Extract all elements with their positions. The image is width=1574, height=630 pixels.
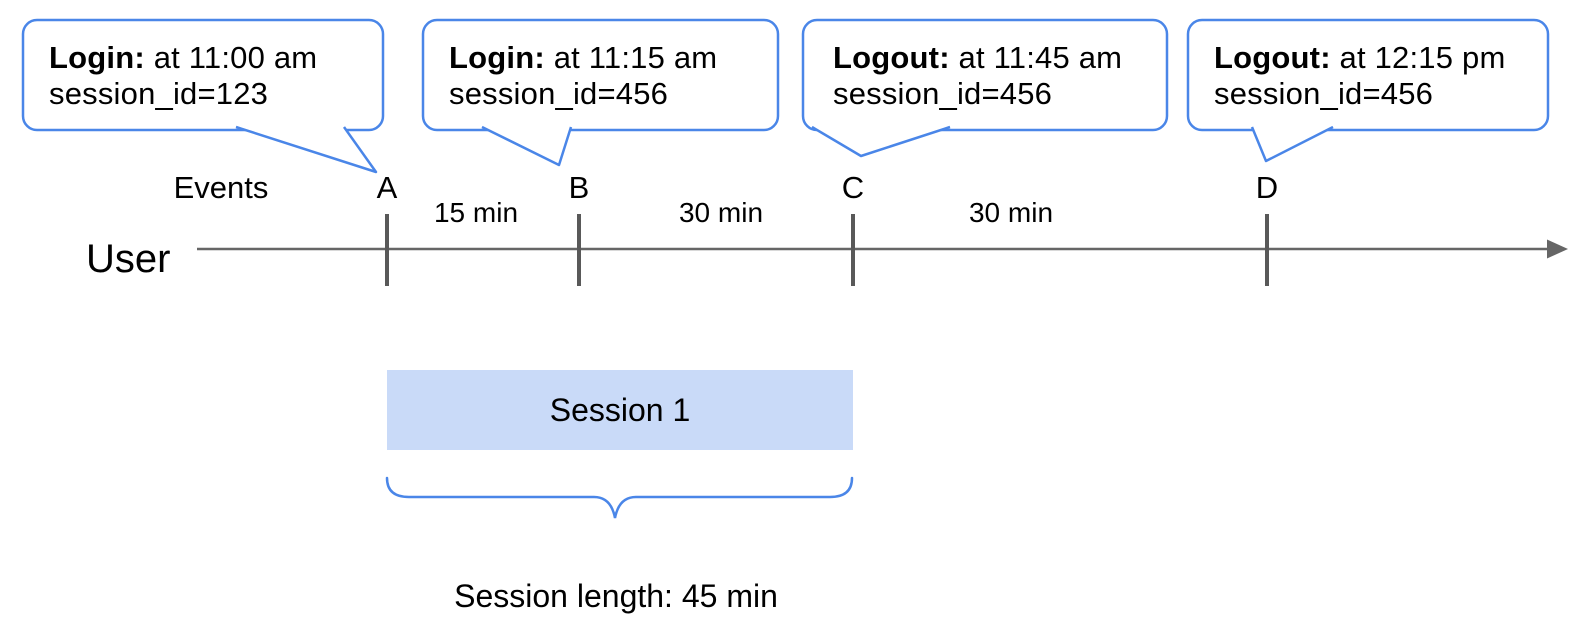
bubble-body: [1186, 18, 1550, 132]
bubble-body: [421, 18, 780, 132]
event-time-label: at 11:00 am: [144, 40, 318, 75]
event-marker-d: D: [1255, 170, 1279, 205]
bubble-body: [21, 18, 385, 132]
session-length-label: Session length: 45 min: [454, 578, 778, 614]
bubble-tail-icon: [235, 125, 378, 174]
bubble-line-session: session_id=456: [449, 76, 669, 111]
event-marker-b: B: [568, 170, 590, 205]
event-type-label: Login:: [49, 40, 145, 75]
event-time-label: at 12:15 pm: [1330, 40, 1506, 75]
interval-label-b-c: 30 min: [678, 197, 764, 228]
bubble-line-session: session_id=123: [49, 76, 269, 111]
event-marker-c: C: [841, 170, 865, 205]
event-type-label: Login:: [449, 40, 545, 75]
session-length-brace-icon: [385, 476, 854, 519]
timeline-axis: [197, 214, 1568, 286]
event-time-label: at 11:45 am: [949, 40, 1123, 75]
bubble-line-session: session_id=456: [1214, 76, 1434, 111]
event-type-label: Logout:: [833, 40, 950, 75]
timeline-arrowhead-icon: [1547, 239, 1568, 259]
bubble-text-logout-d: Logout: at 12:15 pm session_id=456: [1214, 40, 1505, 112]
bubble-tail-icon: [811, 125, 951, 158]
bubble-line-event: Login: at 11:15 am: [449, 40, 717, 76]
bubble-line-event: Logout: at 12:15 pm: [1214, 40, 1505, 76]
bubble-tail-icon: [481, 125, 573, 167]
bubble-text-login-a: Login: at 11:00 am session_id=123: [49, 40, 317, 112]
event-type-label: Logout:: [1214, 40, 1331, 75]
event-marker-a: A: [376, 170, 398, 205]
events-row-label: Events: [173, 170, 269, 205]
interval-label-c-d: 30 min: [968, 197, 1054, 228]
session-box: [387, 370, 853, 450]
speech-bubble-login-a: [21, 18, 385, 174]
event-time-label: at 11:15 am: [544, 40, 718, 75]
speech-bubble-login-b: [421, 18, 780, 167]
interval-label-a-b: 15 min: [433, 197, 519, 228]
bubble-text-login-b: Login: at 11:15 am session_id=456: [449, 40, 717, 112]
bubble-line-event: Logout: at 11:45 am: [833, 40, 1122, 76]
user-row-label: User: [86, 237, 171, 281]
bubble-body: [801, 18, 1169, 132]
bubble-line-event: Login: at 11:00 am: [49, 40, 317, 76]
session-box-label: Session 1: [549, 392, 691, 428]
speech-bubble-logout-c: [801, 18, 1169, 158]
speech-bubble-logout-d: [1186, 18, 1550, 163]
bubble-line-session: session_id=456: [833, 76, 1053, 111]
bubble-text-logout-c: Logout: at 11:45 am session_id=456: [833, 40, 1122, 112]
bubble-tail-icon: [1250, 125, 1334, 163]
